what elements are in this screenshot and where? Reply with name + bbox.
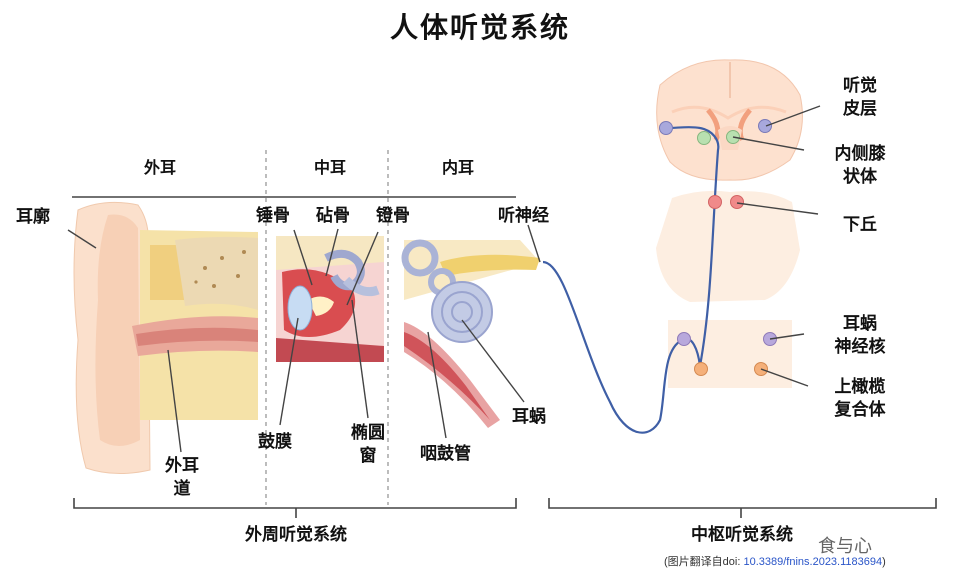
brainstem-illustration — [668, 320, 792, 388]
label-inferior-colliculus: 下丘 — [843, 215, 877, 235]
label-oval-window-line1: 椭圆 — [351, 423, 385, 443]
label-auditory-cortex-line2: 皮层 — [843, 99, 877, 119]
label-superior-olive-line1: 上橄榄 — [834, 377, 886, 397]
inner-ear-illustration — [401, 239, 540, 428]
credit-doi-link[interactable]: 10.3389/fnins.2023.1183694 — [743, 556, 883, 568]
brain-illustration — [656, 59, 803, 181]
ic-node-right — [730, 195, 744, 209]
section-outer-ear: 外耳 — [143, 158, 176, 177]
auditory-cortex-node-left — [659, 121, 673, 135]
ic-node-left — [708, 195, 722, 209]
central-bracket — [548, 498, 937, 518]
label-cochlear-nucleus-line2: 神经核 — [834, 337, 886, 357]
label-ear-canal-line1: 外耳 — [165, 456, 199, 476]
so-node-left — [694, 362, 708, 376]
watermark: 食与心 — [818, 536, 872, 557]
credit-suffix: ) — [882, 556, 886, 568]
label-auditory-cortex-line1: 听觉 — [843, 76, 877, 96]
label-eustachian-tube: 咽鼓管 — [420, 444, 471, 464]
credit-prefix: (图片翻译自doi: — [664, 556, 744, 568]
label-superior-olive-line2: 复合体 — [834, 400, 886, 420]
section-middle-ear: 中耳 — [313, 158, 346, 177]
mgn-node-left — [697, 131, 711, 145]
midbrain-illustration — [656, 190, 800, 302]
image-credit: (图片翻译自doi: 10.3389/fnins.2023.1183694) — [664, 553, 886, 569]
outer-ear-illustration — [73, 201, 258, 475]
section-inner-ear: 内耳 — [441, 158, 474, 177]
label-cochlear-nucleus-line1: 耳蜗 — [843, 314, 877, 334]
label-oval-window-line2: 窗 — [359, 446, 377, 466]
section-peripheral: 外周听觉系统 — [245, 525, 347, 545]
label-stapes: 镫骨 — [376, 206, 410, 226]
label-pinna: 耳廓 — [16, 207, 50, 227]
cn-node-left — [677, 332, 691, 346]
diagram-title: 人体听觉系统 — [389, 11, 570, 44]
section-central: 中枢听觉系统 — [691, 525, 793, 545]
label-incus: 砧骨 — [316, 206, 350, 226]
leader-lines — [67, 105, 821, 453]
label-eardrum: 鼓膜 — [258, 432, 292, 452]
label-mgn-line2: 状体 — [843, 167, 877, 187]
label-ear-canal-line2: 道 — [173, 479, 191, 499]
label-malleus: 锤骨 — [256, 206, 290, 226]
label-auditory-nerve: 听神经 — [498, 206, 549, 226]
label-cochlea: 耳蜗 — [512, 407, 546, 427]
label-mgn-line1: 内侧膝 — [834, 144, 886, 164]
peripheral-bracket — [73, 498, 517, 518]
auditory-cortex-node-right — [758, 119, 772, 133]
